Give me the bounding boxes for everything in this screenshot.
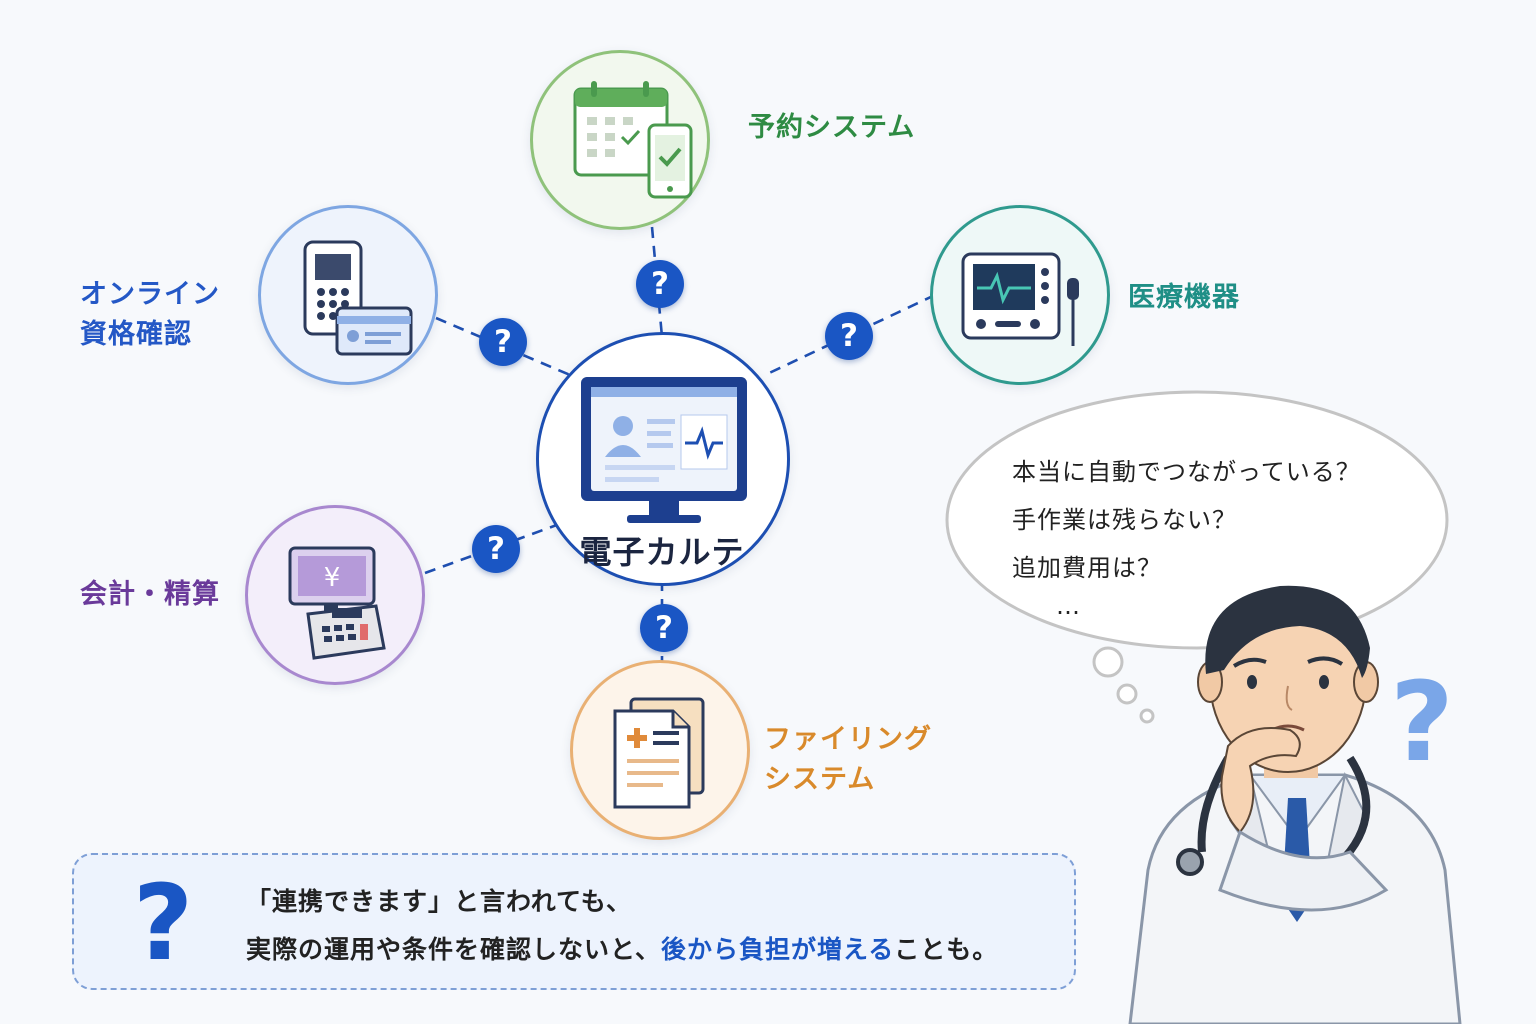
note-line-2-end: ことも。 [894,935,999,964]
medical-devices-node [930,205,1110,385]
filing-label-line: システム [764,764,876,795]
question-badge-accounting: ? [472,525,520,573]
ehr-title: 電子カルテ [579,533,745,571]
link-online [435,316,571,377]
register-icon: ¥ [288,546,386,660]
online-eligibility-node [258,205,438,385]
thinking-doctor-icon: ? [1128,585,1462,1024]
bubble-line: 本当に自動でつながっている？ [1012,458,1361,486]
bubble-line: 手作業は残らない？ [1012,506,1237,534]
online-eligibility-label-line: オンライン [80,279,220,310]
note-box [72,853,1076,990]
documents-icon [613,697,705,809]
bubble-line: … [1056,592,1081,620]
doctor-question-mark: ? [1390,658,1454,786]
calendar-phone-icon [573,81,693,199]
reservation-label: 予約システム [748,108,915,148]
link-accounting [424,520,566,575]
note-line-2: 実際の運用や条件を確認しないと、後から負担が増えることも。 [246,930,998,966]
filing-node [570,660,750,840]
svg-text:¥: ¥ [324,563,341,593]
note-line-1: 「連携できます」と言われても、 [246,887,633,916]
filing-label-line: ファイリング [764,724,932,755]
question-badge-devices: ? [825,312,873,360]
card-reader-icon [303,240,413,356]
accounting-node: ¥ [245,505,425,685]
accounting-label-line: 会計・精算 [80,579,220,610]
online-eligibility-label: オンライン 資格確認 [80,275,220,355]
question-badge-online: ? [479,318,527,366]
question-badge-filing: ? [640,604,688,652]
note-question-icon: ? [132,862,194,984]
link-devices [764,293,936,377]
ehr-node [536,332,790,586]
filing-label: ファイリング システム [764,720,932,800]
accounting-label: 会計・精算 [80,575,220,615]
note-highlight: 後から負担が増える [661,935,895,964]
monitor-device-icon [961,252,1079,346]
reservation-label-line: 予約システム [748,112,916,143]
ehr-monitor-icon [581,377,747,523]
medical-devices-label-line: 医療機器 [1128,282,1240,313]
bubble-line: 追加費用は？ [1012,554,1162,582]
note-line-2-text: 実際の運用や条件を確認しないと、 [246,935,662,964]
reservation-node [530,50,710,230]
question-badge-reservation: ? [636,260,684,308]
online-eligibility-label-line: 資格確認 [80,319,192,350]
medical-devices-label: 医療機器 [1128,278,1240,318]
